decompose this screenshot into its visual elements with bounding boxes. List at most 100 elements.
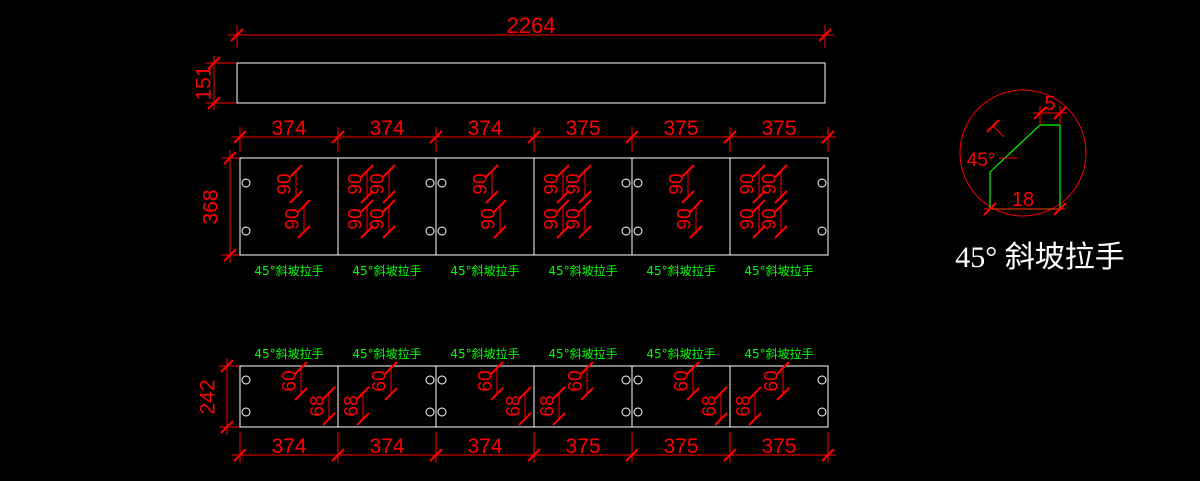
mounting-hole — [425, 375, 435, 385]
dimension-tick — [625, 130, 639, 144]
mounting-hole — [425, 226, 435, 236]
dimension-tick — [356, 386, 370, 400]
panel-inner-dimension-label: 90 — [283, 208, 304, 229]
bottom-panels-height-label: 242 — [197, 379, 220, 414]
dimension-tick — [1053, 202, 1067, 216]
dimension-tick — [518, 386, 532, 400]
dimension-tick — [1053, 106, 1067, 120]
panel-inner-dimension-label: 68 — [308, 395, 329, 416]
panel-inner-dimension-label: 60 — [280, 370, 301, 391]
dimension-tick — [578, 199, 592, 213]
panel-inner-dimension-label: 68 — [504, 395, 525, 416]
panel-inner-dimension-label: 90 — [738, 208, 759, 229]
leader-line — [992, 125, 1005, 138]
dimension-tick — [429, 130, 443, 144]
dimension-tick — [752, 199, 766, 213]
dimension-tick — [360, 225, 374, 239]
handle-label: 45°斜坡拉手 — [646, 346, 715, 361]
mounting-hole — [241, 407, 251, 417]
bottom-panels-height-dimension: 242 — [197, 358, 240, 435]
dimension-tick — [776, 387, 790, 401]
mounting-hole — [817, 226, 827, 236]
dimension-tick — [748, 386, 762, 400]
overall-strip-outline — [236, 62, 826, 104]
handle-label: 45°斜坡拉手 — [450, 263, 519, 278]
dimension-tick — [233, 448, 247, 462]
panel-inner-dimension-label: 90 — [542, 208, 563, 229]
overall-width-dimension: 2264 — [228, 13, 834, 48]
panel-inner-dimension-label: 90 — [275, 173, 296, 194]
panel-inner-dimension-label: 90 — [368, 173, 389, 194]
overall-height-label: 151 — [193, 65, 216, 100]
dimension-tick — [818, 28, 832, 42]
dimension-tick — [223, 151, 237, 165]
panel-inner-dimension-label: 90 — [479, 208, 500, 229]
handle-label: 45°斜坡拉手 — [744, 263, 813, 278]
mounting-hole — [621, 178, 631, 188]
dimension-tick — [493, 225, 507, 239]
mounting-hole — [437, 226, 447, 236]
handle-label: 45°斜坡拉手 — [254, 346, 323, 361]
dimension-tick — [527, 130, 541, 144]
mounting-hole — [621, 375, 631, 385]
dimension-tick — [714, 412, 728, 426]
panel-width-label: 374 — [467, 117, 502, 140]
dimension-tick — [356, 412, 370, 426]
dimension-tick — [382, 190, 396, 204]
panel-width-label: 374 — [369, 435, 404, 458]
panel-width-label: 375 — [761, 435, 796, 458]
dimension-tick — [776, 361, 790, 375]
dimension-tick — [490, 361, 504, 375]
dimension-tick — [578, 164, 592, 178]
mounting-hole — [621, 407, 631, 417]
dimension-tick — [360, 190, 374, 204]
panel-width-label: 375 — [761, 117, 796, 140]
mounting-hole — [437, 178, 447, 188]
dimension-tick — [556, 164, 570, 178]
dimension-tick — [297, 225, 311, 239]
mounting-hole — [633, 226, 643, 236]
panel-inner-dimension-label: 90 — [760, 208, 781, 229]
panel-inner-dimension-label: 68 — [342, 395, 363, 416]
overall-width-label: 2264 — [507, 13, 556, 38]
handle-detail: 5 45° 18 45° 斜坡拉手 — [955, 89, 1125, 274]
panel-1: 60 68 — [280, 361, 336, 426]
dimension-tick — [485, 164, 499, 178]
dimension-tick — [360, 164, 374, 178]
mounting-hole — [633, 407, 643, 417]
handle-label: 45°斜坡拉手 — [646, 263, 715, 278]
panel-inner-dimension-label: 90 — [346, 208, 367, 229]
panel-inner-dimension-label: 60 — [566, 370, 587, 391]
detail-bottom-width-label: 18 — [1012, 189, 1034, 211]
dimension-tick — [578, 190, 592, 204]
dimension-tick — [384, 361, 398, 375]
panel-width-label: 375 — [565, 435, 600, 458]
dimension-tick — [714, 386, 728, 400]
detail-angle-label: 45° — [967, 150, 996, 171]
dimension-tick — [207, 56, 221, 70]
mounting-hole — [817, 375, 827, 385]
dimension-tick — [382, 225, 396, 239]
mounting-hole — [437, 375, 447, 385]
panel-inner-dimension-label: 90 — [368, 208, 389, 229]
dimension-tick — [774, 225, 788, 239]
detail-circle — [959, 89, 1087, 217]
dimension-tick — [556, 199, 570, 213]
panel-inner-dimension-label: 90 — [542, 173, 563, 194]
dimension-tick — [493, 199, 507, 213]
panel-inner-dimension-label: 60 — [762, 370, 783, 391]
dimension-tick — [752, 190, 766, 204]
dimension-tick — [552, 386, 566, 400]
panel-inner-dimension-label: 90 — [471, 173, 492, 194]
overall-height-dimension: 151 — [193, 56, 236, 110]
dimension-tick — [294, 387, 308, 401]
mounting-hole — [241, 375, 251, 385]
